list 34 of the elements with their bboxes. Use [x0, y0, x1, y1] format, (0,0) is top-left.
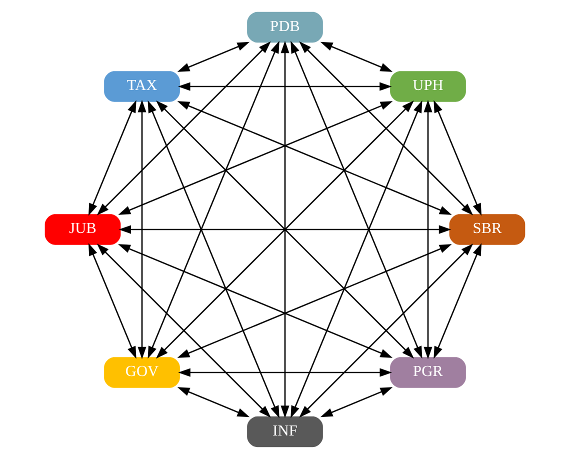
- node-box: TAX: [104, 71, 180, 102]
- node-box: UPH: [390, 71, 466, 102]
- arrow: [147, 40, 279, 359]
- node-box: GOV: [104, 357, 180, 388]
- arrow: [118, 225, 451, 234]
- node-box: PGR: [390, 357, 466, 388]
- arrow: [88, 243, 136, 359]
- arrow: [298, 244, 473, 418]
- arrow: [96, 244, 270, 418]
- arrow: [176, 101, 452, 215]
- arrow: [433, 100, 482, 216]
- arrow: [178, 368, 392, 377]
- arrow: [176, 387, 250, 418]
- arrow: [147, 100, 279, 418]
- arrow: [298, 41, 473, 216]
- arrow: [96, 41, 270, 216]
- node-box: JUB: [44, 214, 120, 245]
- node-box: PDB: [246, 12, 322, 43]
- arrow: [118, 244, 392, 358]
- arrow: [176, 42, 250, 72]
- arrow: [280, 40, 289, 418]
- arrow: [320, 42, 392, 72]
- arrow: [118, 101, 392, 215]
- arrow: [290, 40, 422, 359]
- arrow: [423, 100, 432, 360]
- arrow: [290, 100, 422, 418]
- arrow: [88, 100, 136, 216]
- arrow: [320, 387, 392, 418]
- arrow: [176, 244, 452, 358]
- arrow: [433, 243, 482, 359]
- arrow: [137, 100, 146, 360]
- node-box: SBR: [448, 214, 525, 245]
- arrow: [177, 82, 392, 91]
- node-box: INF: [246, 416, 322, 448]
